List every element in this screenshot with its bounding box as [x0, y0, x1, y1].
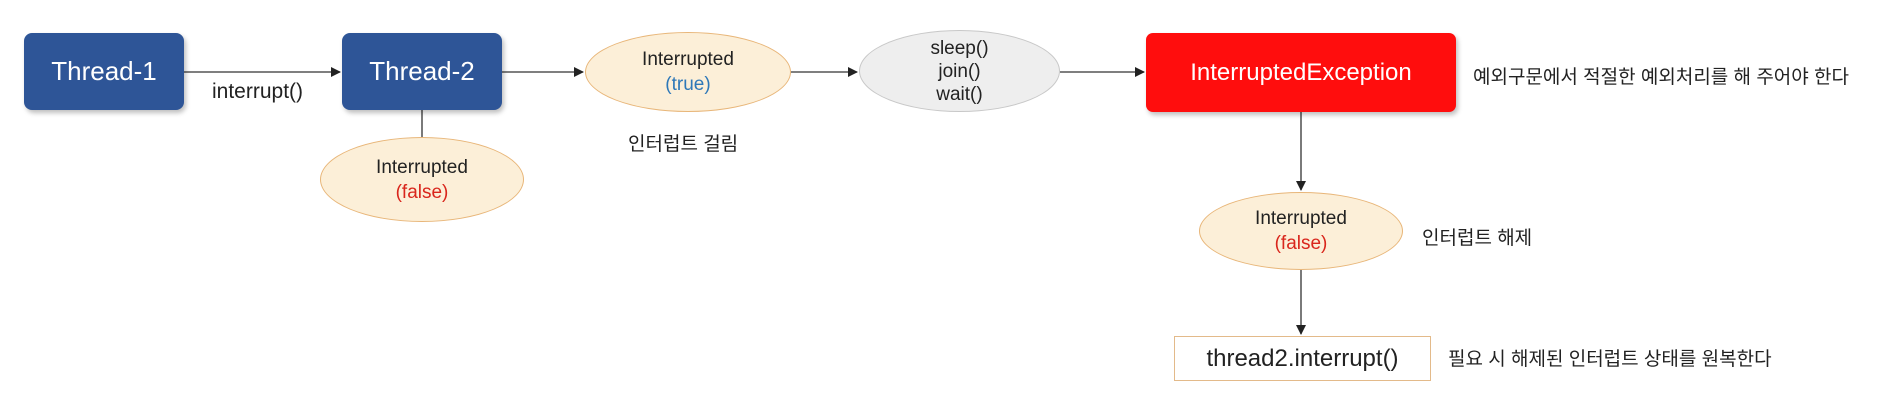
thread2-node: Thread-2	[342, 33, 502, 110]
interrupt-call-label: interrupt()	[212, 80, 304, 103]
method-sleep: sleep()	[930, 37, 989, 59]
reinterrupt-label: thread2.interrupt()	[1206, 344, 1399, 372]
interrupted-false-title: Interrupted	[1255, 208, 1347, 229]
interrupted-true-node: Interrupted (true)	[585, 32, 791, 112]
reinterrupt-call-box: thread2.interrupt()	[1174, 336, 1431, 381]
restore-interrupt-label: 필요 시 해제된 인터럽트 상태를 원복한다	[1448, 349, 1772, 370]
interrupted-false-node: Interrupted (false)	[1199, 192, 1403, 270]
interrupted-exception-node: InterruptedException	[1146, 33, 1456, 112]
interrupted-true-value: (true)	[665, 74, 711, 95]
method-wait: wait()	[936, 83, 983, 105]
thread2-interrupted-flag: Interrupted (false)	[320, 137, 524, 222]
interrupted-false-value: (false)	[1274, 233, 1328, 254]
blocking-methods-node: sleep() join() wait()	[859, 30, 1060, 112]
thread2-label: Thread-2	[369, 56, 475, 86]
thread1-label: Thread-1	[51, 56, 157, 86]
exception-label: InterruptedException	[1190, 58, 1412, 86]
interrupt-cleared-label: 인터럽트 해제	[1422, 228, 1533, 249]
interrupted-true-title: Interrupted	[642, 49, 734, 70]
flag-value: (false)	[395, 181, 449, 203]
flag-title: Interrupted	[376, 156, 468, 178]
interrupt-set-label: 인터럽트 걸림	[628, 134, 739, 155]
method-join: join()	[938, 60, 981, 82]
handle-exception-label: 예외구문에서 적절한 예외처리를 해 주어야 한다	[1473, 67, 1849, 88]
thread1-node: Thread-1	[24, 33, 184, 110]
